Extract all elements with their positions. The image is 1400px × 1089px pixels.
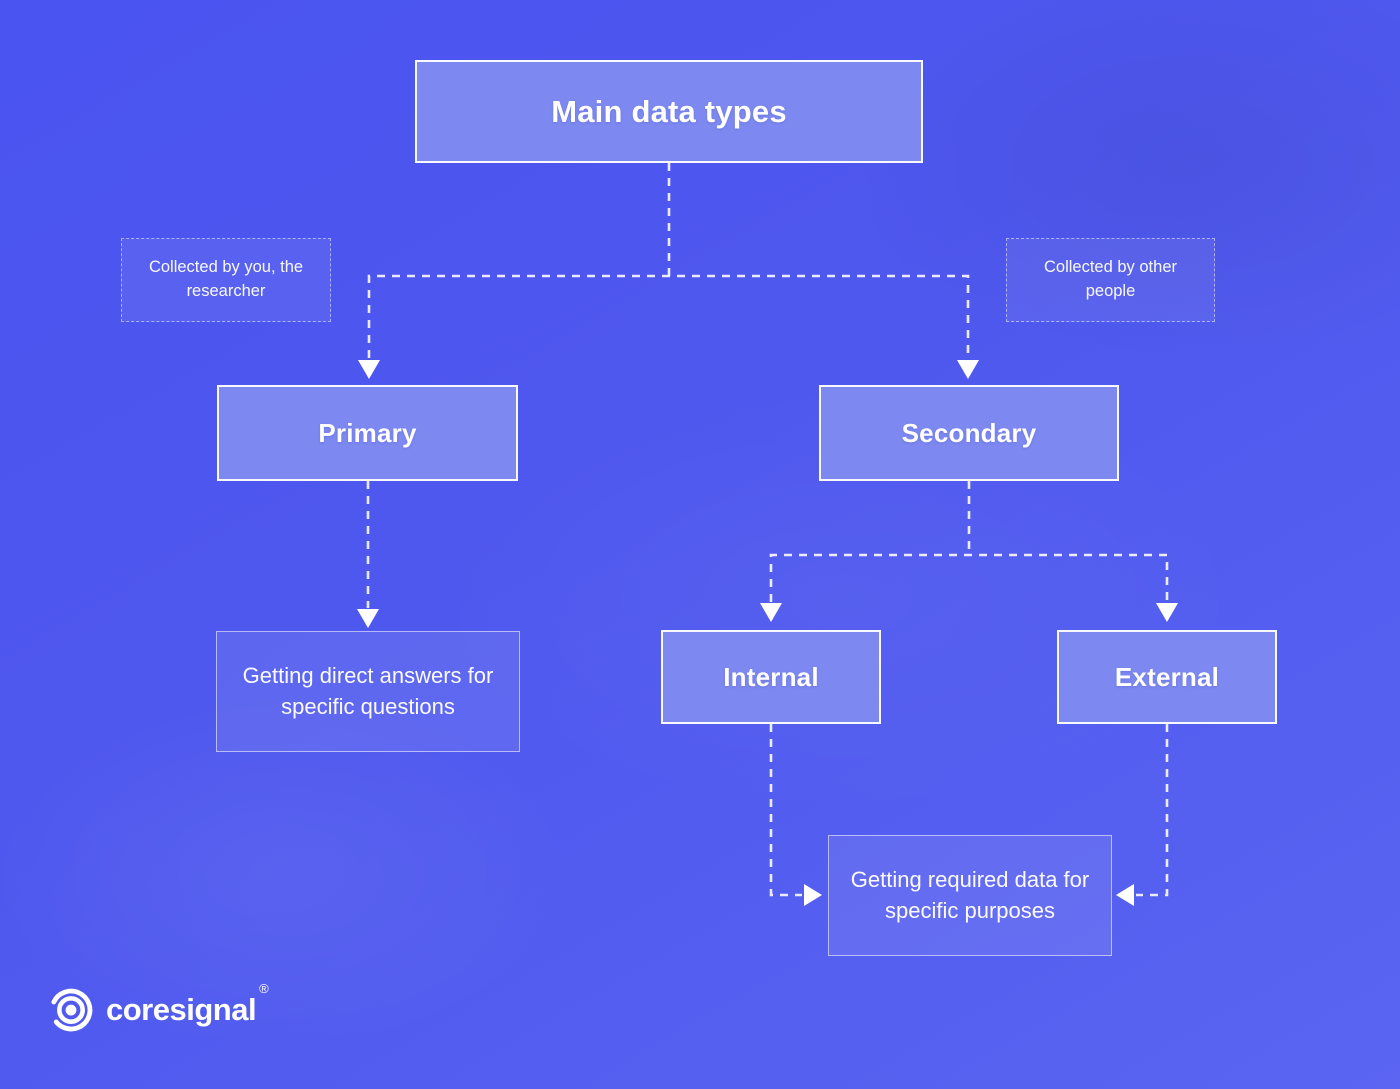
node-secondary: Secondary <box>819 385 1119 481</box>
node-main-data-types-label: Main data types <box>551 93 787 129</box>
registered-trademark-symbol: ® <box>259 980 269 996</box>
annotation-collected-by-you: Collected by you, the researcher <box>121 238 331 322</box>
connector-external-to-outcome <box>1136 724 1169 897</box>
node-primary: Primary <box>217 385 518 481</box>
outcome-primary: Getting direct answers for specific ques… <box>216 631 520 752</box>
coresignal-logo-text: coresignal® <box>106 982 269 1027</box>
node-secondary-label: Secondary <box>901 417 1037 448</box>
coresignal-logo-icon <box>49 988 93 1032</box>
arrowhead-into-secondary-outcome-right <box>1116 884 1134 906</box>
connector-root-split <box>367 274 970 358</box>
outcome-primary-label: Getting direct answers for specific ques… <box>242 662 494 719</box>
arrowhead-primary-outcome <box>357 609 379 628</box>
node-external-label: External <box>1114 661 1220 692</box>
connector-secondary-split <box>769 553 1169 602</box>
node-internal: Internal <box>661 630 881 724</box>
annotation-collected-by-others: Collected by other people <box>1006 238 1215 322</box>
outcome-secondary: Getting required data for specific purpo… <box>828 835 1112 956</box>
node-internal-label: Internal <box>723 661 819 692</box>
node-main-data-types: Main data types <box>415 60 923 163</box>
annotation-collected-by-others-label: Collected by other people <box>1044 258 1177 300</box>
coresignal-logo: coresignal® <box>46 982 269 1034</box>
node-external: External <box>1057 630 1277 724</box>
outcome-secondary-label: Getting required data for specific purpo… <box>850 866 1090 923</box>
arrowhead-secondary <box>957 360 979 379</box>
connector-internal-to-outcome <box>769 724 802 897</box>
annotation-collected-by-you-label: Collected by you, the researcher <box>148 258 304 300</box>
arrowhead-external <box>1156 603 1178 622</box>
coresignal-wordmark: coresignal <box>106 991 257 1027</box>
node-primary-label: Primary <box>318 417 417 448</box>
arrowhead-internal <box>760 603 782 622</box>
arrowhead-primary <box>358 360 380 379</box>
arrowhead-into-secondary-outcome-left <box>804 884 822 906</box>
